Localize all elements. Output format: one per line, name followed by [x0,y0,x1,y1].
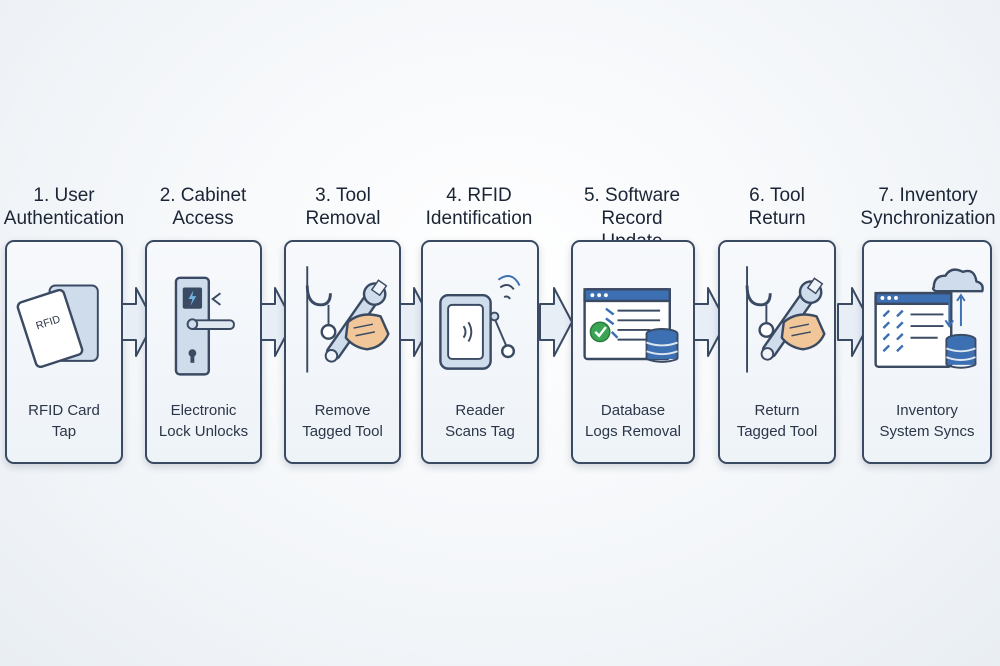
step-5-label: Database Logs Removal [585,402,681,440]
hand-wrench-icon [305,266,390,373]
step-7-label: Inventory System Syncs [879,402,975,440]
step-5-card: Database Logs Removal [571,240,695,464]
arrow-icon [693,287,727,357]
rfid-reader-icon [439,275,521,370]
step-1-title: 1. User Authentication [3,185,125,229]
step-6-title: 6. Tool Return [748,185,806,229]
hand-wrench-icon [745,266,826,373]
arrow-icon [837,287,871,357]
step-3-title: 3. Tool Removal [305,185,381,229]
rfid-card-icon: RFID [16,284,99,369]
step-3-label: Remove Tagged Tool [302,402,383,440]
step-1-label: RFID Card Tap [28,402,100,440]
step-2-title: 2. Cabinet Access [159,185,247,229]
step-4-title: 4. RFID Identification [425,185,533,229]
cloud-sync-icon [874,268,984,369]
arrow-icon [539,287,573,357]
step-4-card: Reader Scans Tag [421,240,539,464]
step-3-card: Remove Tagged Tool [284,240,401,464]
step-7-title: 7. Inventory Synchronization [860,185,996,229]
step-2-card: Electronic Lock Unlocks [145,240,262,464]
database-window-icon [583,288,679,363]
step-7-card: Inventory System Syncs [862,240,992,464]
step-6-label: Return Tagged Tool [736,402,818,440]
step-1-card: RFID RFID Card Tap [5,240,123,464]
step-2-label: Electronic Lock Unlocks [158,402,249,440]
electronic-lock-icon [174,276,235,376]
step-4-label: Reader Scans Tag [445,402,515,440]
step-6-card: Return Tagged Tool [718,240,836,464]
